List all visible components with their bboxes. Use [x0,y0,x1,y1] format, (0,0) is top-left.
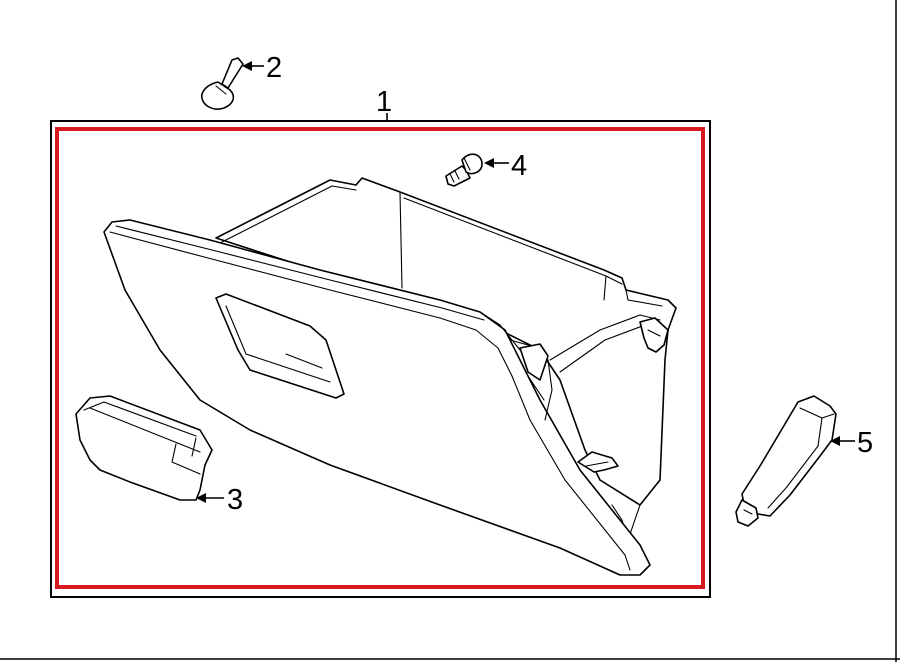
glove-box-part [103,177,677,576]
bulb-part [201,57,244,110]
callout-label-1: 1 [376,86,392,118]
callout-label-4: 4 [511,150,527,182]
highlight-frame [55,127,705,589]
callout-label-2: 2 [266,52,282,84]
callout-arrow-2 [242,61,252,71]
screw-part [445,153,483,187]
callout-arrow-4 [484,158,494,168]
switch-part [735,395,837,527]
lamp-part [75,395,213,501]
assembly-outline-frame [50,120,711,598]
callout-label-3: 3 [227,484,243,516]
callout-arrow-5 [830,436,840,446]
callout-label-5: 5 [857,427,873,459]
callout-arrow-3 [196,493,206,503]
